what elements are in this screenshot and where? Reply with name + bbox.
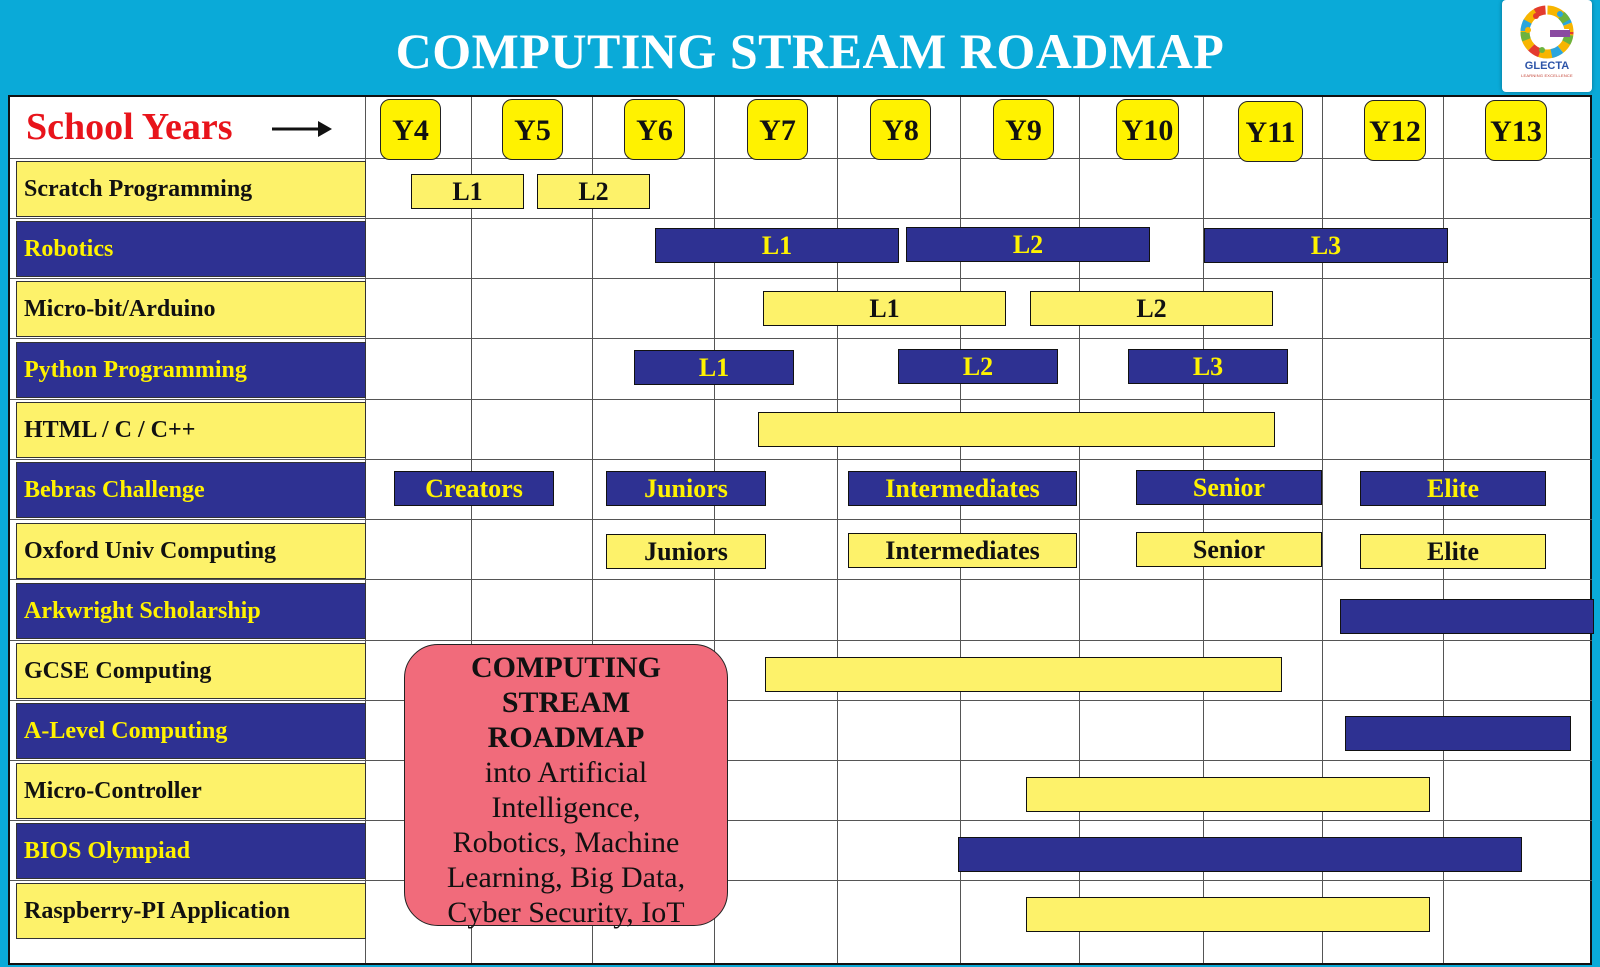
year-badge-y6: Y6: [624, 99, 685, 160]
year-badge-y12: Y12: [1364, 100, 1426, 161]
grid-row-line: [10, 760, 1592, 761]
glecta-logo: GLECTA LEARNING EXCELLENCE: [1502, 0, 1592, 92]
logo-g-icon: [1520, 5, 1574, 59]
grid-column-line: [471, 97, 472, 963]
grid-row-line: [10, 820, 1592, 821]
right-arrow-icon: [272, 121, 332, 137]
row-label: Bebras Challenge: [16, 462, 366, 518]
callout-body-line: Cyber Security, IoT: [447, 896, 685, 929]
timeline-bar: Juniors: [606, 471, 766, 506]
row-label: Oxford Univ Computing: [16, 523, 366, 579]
timeline-bar: L3: [1204, 228, 1448, 263]
timeline-bar: Senior: [1136, 470, 1322, 505]
grid-row-line: [10, 218, 1592, 219]
grid-column-line: [837, 97, 838, 963]
timeline-bar: L1: [655, 228, 899, 263]
callout-heading-line: ROADMAP: [487, 721, 645, 754]
page-title: COMPUTING STREAM ROADMAP: [395, 23, 1225, 79]
callout-heading-line: COMPUTING: [471, 651, 661, 684]
callout-body-line: Robotics, Machine: [452, 826, 680, 859]
callout-heading-line: STREAM: [501, 686, 631, 719]
row-label: HTML / C / C++: [16, 402, 366, 458]
grid-row-line: [10, 338, 1592, 339]
school-years-label: School Years: [26, 106, 233, 148]
grid-row-line: [10, 399, 1592, 400]
row-label: Arkwright Scholarship: [16, 583, 366, 639]
year-badge-y5: Y5: [502, 99, 563, 160]
logo-tagline: LEARNING EXCELLENCE: [1521, 73, 1573, 78]
logo-wordmark: GLECTA: [1524, 60, 1570, 72]
timeline-bar: L1: [411, 174, 524, 209]
year-badge-y11: Y11: [1238, 101, 1303, 162]
grid-row-line: [10, 459, 1592, 460]
year-badge-y9: Y9: [993, 99, 1054, 160]
row-label: Scratch Programming: [16, 161, 366, 217]
grid-row-line: [10, 519, 1592, 520]
grid-row-line: [10, 640, 1592, 641]
row-label: BIOS Olympiad: [16, 823, 366, 879]
row-label: Micro-Controller: [16, 763, 366, 819]
timeline-bar: [1340, 599, 1594, 634]
grid-column-line: [960, 97, 961, 963]
grid-row-line: [10, 278, 1592, 279]
timeline-bar: [1345, 716, 1571, 751]
timeline-bar: [1026, 777, 1430, 812]
timeline-bar: [765, 657, 1282, 692]
row-label: Raspberry-PI Application: [16, 883, 366, 939]
row-label: GCSE Computing: [16, 643, 366, 699]
row-label: Python Programming: [16, 342, 366, 398]
timeline-bar: Creators: [394, 471, 554, 506]
year-badge-y7: Y7: [747, 99, 808, 160]
timeline-bar: Elite: [1360, 534, 1546, 569]
grid-column-line: [1322, 97, 1323, 963]
timeline-bar: [1026, 897, 1430, 932]
year-badge-y8: Y8: [870, 99, 931, 160]
timeline-bar: Juniors: [606, 534, 766, 569]
timeline-bar: [758, 412, 1275, 447]
timeline-bar: L1: [763, 291, 1006, 326]
timeline-bar: L2: [1030, 291, 1273, 326]
grid-column-line: [1443, 97, 1444, 963]
grid-column-line: [1079, 97, 1080, 963]
timeline-bar: L2: [537, 174, 650, 209]
year-badge-y4: Y4: [380, 99, 441, 160]
timeline-bar: L2: [906, 227, 1150, 262]
timeline-bar: L3: [1128, 349, 1288, 384]
timeline-bar: Elite: [1360, 471, 1546, 506]
callout-body-line: Intelligence,: [491, 791, 641, 824]
row-label: Robotics: [16, 221, 366, 277]
year-badge-y10: Y10: [1116, 99, 1179, 160]
grid-column-line: [592, 97, 593, 963]
year-badge-y13: Y13: [1485, 100, 1547, 161]
grid-column-line: [714, 97, 715, 963]
callout-body-line: Learning, Big Data,: [446, 861, 686, 894]
row-label: A-Level Computing: [16, 703, 366, 759]
callout-body-line: into Artificial: [484, 756, 648, 789]
timeline-bar: L1: [634, 350, 794, 385]
timeline-bar: L2: [898, 349, 1058, 384]
roadmap-board: School Years Y4 Y5 Y6 Y7 Y8 Y9 Y10 Y11 Y12 Y13 Sc…: [8, 95, 1594, 965]
timeline-bar: Senior: [1136, 532, 1322, 567]
grid-row-line: [10, 579, 1592, 580]
grid-column-line: [1203, 97, 1204, 963]
timeline-bar: Intermediates: [848, 471, 1077, 506]
timeline-bar: [958, 837, 1522, 872]
grid-row-line: [10, 880, 1592, 881]
timeline-bar: Intermediates: [848, 533, 1077, 568]
row-label: Micro-bit/Arduino: [16, 281, 366, 337]
grid-row-line: [10, 700, 1592, 701]
